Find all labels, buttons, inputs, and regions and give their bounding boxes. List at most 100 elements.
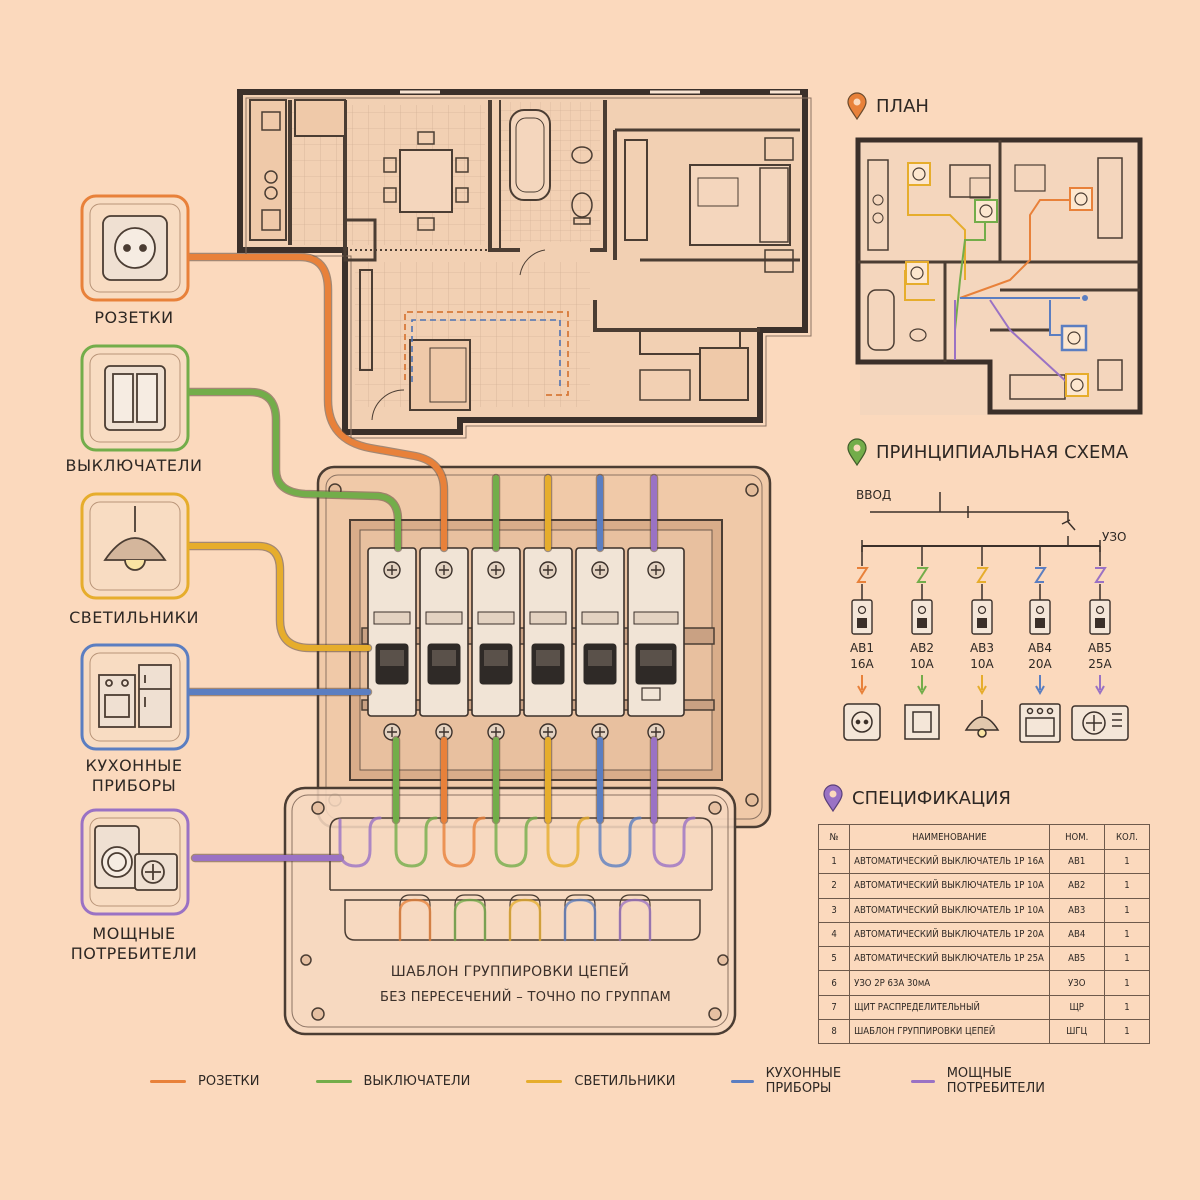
template-route-1 xyxy=(394,816,438,868)
spec-cell-num: 3 xyxy=(817,897,851,923)
washer-ac-icon xyxy=(94,825,178,891)
spec-cell-name: АВТОМАТИЧЕСКИЙ ВЫКЛЮЧАТЕЛЬ 1Р 10А xyxy=(849,873,1050,899)
schematic-breaker-name: АВ4 xyxy=(1027,641,1053,655)
stove-fridge-icon xyxy=(98,664,172,728)
spec-cell-qty: 1 xyxy=(1103,946,1151,972)
schematic-branch-АВ4 xyxy=(1019,546,1061,743)
spec-cell-name: ЩИТ РАСПРЕДЕЛИТЕЛЬНЫЙ xyxy=(849,994,1050,1021)
breaker-module xyxy=(367,547,417,741)
wire-lights xyxy=(185,543,371,651)
category-box-switch-icon xyxy=(80,344,190,452)
map-pin-icon xyxy=(847,92,867,120)
spec-cell-name: АВТОМАТИЧЕСКИЙ ВЫКЛЮЧАТЕЛЬ 1Р 20А xyxy=(849,921,1050,948)
breaker-module xyxy=(471,547,521,741)
spec-header-designation: НОМ. xyxy=(1048,824,1105,850)
category-label-lights: СВЕТИЛЬНИКИ xyxy=(69,608,199,627)
socket-icon xyxy=(102,215,168,281)
schematic-breaker-rating: 25А xyxy=(1088,657,1112,671)
spec-cell-name: ШАБЛОН ГРУППИРОВКИ ЦЕПЕЙ xyxy=(849,1019,1050,1045)
schematic-breaker-rating: 10А xyxy=(970,657,994,671)
legend-swatch xyxy=(526,1079,563,1083)
spec-cell-designation: АВ3 xyxy=(1048,897,1105,923)
spec-header-qty: КОЛ. xyxy=(1103,824,1151,850)
legend-item: КУХОННЫЕ ПРИБОРЫ xyxy=(731,1066,855,1096)
spec-cell-num: 7 xyxy=(817,994,851,1021)
template-route-6 xyxy=(652,816,696,868)
schematic-breaker-rating: 20А xyxy=(1028,657,1052,671)
legend-item: СВЕТИЛЬНИКИ xyxy=(526,1074,675,1089)
spec-cell-designation: ШГЦ xyxy=(1048,1019,1105,1045)
schematic-breaker-rating: 16А xyxy=(850,657,874,671)
spec-header-num: № xyxy=(817,824,851,850)
template-loop-0 xyxy=(398,898,432,942)
switch-icon xyxy=(904,704,940,740)
spec-cell-designation: ЩР xyxy=(1048,994,1105,1021)
legend-swatch xyxy=(910,1079,935,1083)
category-boxes xyxy=(80,194,190,916)
legend-label: КУХОННЫЕ ПРИБОРЫ xyxy=(765,1066,842,1096)
template-route-2 xyxy=(442,816,486,868)
schematic-title: ПРИНЦИПИАЛЬНАЯ СХЕМА xyxy=(846,438,1128,466)
spec-cell-num: 6 xyxy=(817,970,851,996)
spec-cell-designation: АВ2 xyxy=(1048,873,1105,899)
pendant-lamp-icon xyxy=(103,506,167,571)
spec-cell-qty: 1 xyxy=(1103,970,1151,996)
breaker-module xyxy=(419,547,469,741)
schematic-branch-АВ5 xyxy=(1071,546,1129,741)
socket-icon xyxy=(843,703,881,741)
schematic-input-label: ВВОД xyxy=(856,488,892,502)
spec-cell-designation: УЗО xyxy=(1048,970,1105,996)
spec-cell-num: 5 xyxy=(817,946,851,972)
schematic-breaker-name: АВ1 xyxy=(849,641,875,655)
spec-cell-qty: 1 xyxy=(1103,1019,1151,1045)
category-label-sockets: РОЗЕТКИ xyxy=(94,308,174,327)
wire-sockets xyxy=(185,254,447,551)
category-box-stove-fridge-icon xyxy=(80,643,190,751)
spec-title: СПЕЦИФИКАЦИЯ xyxy=(822,784,1011,812)
spec-cell-qty: 1 xyxy=(1103,994,1151,1021)
plan-title-text: ПЛАН xyxy=(876,95,929,117)
breaker-module xyxy=(575,547,625,741)
legend-label: ВЫКЛЮЧАТЕЛИ xyxy=(363,1073,471,1089)
oven-icon xyxy=(1019,703,1061,743)
spec-cell-name: УЗО 2Р 63А 30мА xyxy=(849,970,1050,996)
schematic-breaker-name: АВ3 xyxy=(969,641,995,655)
legend: РОЗЕТКИ ВЫКЛЮЧАТЕЛИ СВЕТИЛЬНИКИ КУХОННЫЕ ПР… xyxy=(150,1066,1070,1096)
spec-cell-designation: АВ1 xyxy=(1048,848,1105,875)
spec-cell-num: 8 xyxy=(817,1019,851,1045)
schematic-branches xyxy=(843,546,1129,743)
spec-cell-num: 4 xyxy=(817,921,851,948)
template-loop-1 xyxy=(453,898,487,942)
schematic-branch-АВ2 xyxy=(904,546,940,740)
template-route-0 xyxy=(338,816,382,868)
spec-cell-designation: АВ4 xyxy=(1048,921,1105,948)
legend-swatch xyxy=(731,1079,754,1083)
template-route-5 xyxy=(598,816,642,868)
legend-item: РОЗЕТКИ xyxy=(150,1074,260,1089)
legend-label: МОЩНЫЕ ПОТРЕБИТЕЛИ xyxy=(946,1066,1046,1096)
pendant-lamp-icon xyxy=(964,700,1000,738)
spec-cell-qty: 1 xyxy=(1103,848,1151,875)
map-pin-icon xyxy=(847,438,867,466)
category-box-washer-ac-icon xyxy=(80,808,190,916)
plan-drawing xyxy=(855,137,1143,415)
circuit-wires xyxy=(183,252,696,942)
category-label-heavy-loads: МОЩНЫЕ ПОТРЕБИТЕЛИ xyxy=(70,924,198,963)
spec-cell-name: АВТОМАТИЧЕСКИЙ ВЫКЛЮЧАТЕЛЬ 1Р 16А xyxy=(849,848,1050,875)
legend-swatch xyxy=(315,1079,352,1083)
spec-header-name: НАИМЕНОВАНИЕ xyxy=(849,824,1050,850)
template-route-4 xyxy=(546,816,590,868)
spec-cell-name: АВТОМАТИЧЕСКИЙ ВЫКЛЮЧАТЕЛЬ 1Р 25А xyxy=(849,946,1050,972)
template-loop-3 xyxy=(563,898,597,942)
breaker-modules xyxy=(367,547,685,741)
